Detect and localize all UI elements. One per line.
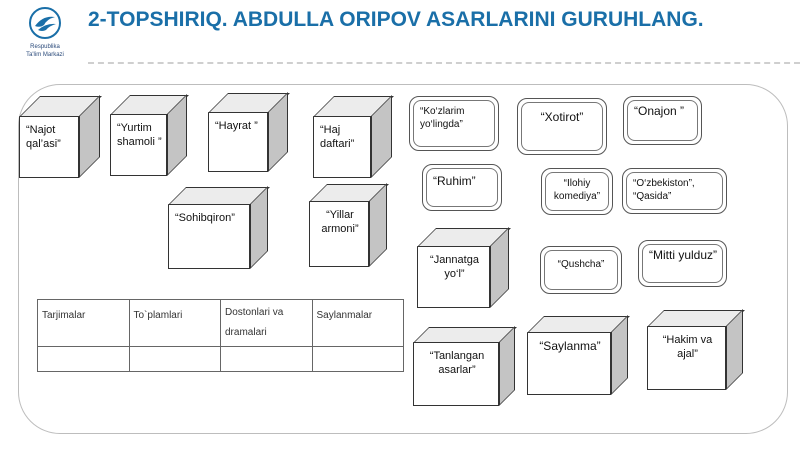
page-title: 2-TOPSHIRIQ. ABDULLA ORIPOV ASARLARINI G… xyxy=(88,8,704,31)
work-cube-saylanma[interactable]: “Saylanma” xyxy=(527,315,630,395)
logo: Respublika Ta'lim Markazi xyxy=(14,6,76,64)
work-cube-yillar[interactable]: “Yillar armoni” xyxy=(309,183,389,267)
title-divider xyxy=(88,62,800,64)
work-plaque-ruhim[interactable]: “Ruhim” xyxy=(422,164,502,211)
work-cube-jannatga[interactable]: “Jannatga yo‘l” xyxy=(417,227,511,308)
table-header-cell: Tarjimalar xyxy=(37,299,130,347)
work-cube-tanlangan[interactable]: “Tanlangan asarlar” xyxy=(413,326,517,406)
work-plaque-ilohiy[interactable]: “Ilohiy komediya” xyxy=(541,168,613,215)
work-cube-sohibqiron[interactable]: “Sohibqiron” xyxy=(168,186,270,269)
work-plaque-onajon[interactable]: “Onajon ” xyxy=(623,96,702,145)
work-cube-najot[interactable]: “Najot qal’asi” xyxy=(19,95,102,178)
grouping-table: Tarjimalar To`plamlari Dostonlari va dra… xyxy=(37,299,404,372)
table-header-cell: Dostonlari va dramalari xyxy=(220,299,313,347)
table-header-cell: To`plamlari xyxy=(128,299,221,347)
work-plaque-xotirot[interactable]: “Xotirot” xyxy=(517,98,607,155)
work-plaque-mitti[interactable]: “Mitti yulduz” xyxy=(638,240,727,287)
work-cube-hakim[interactable]: “Hakim va ajal” xyxy=(647,309,745,390)
work-plaque-kozlarim[interactable]: “Ko‘zlarim yo‘lingda” xyxy=(409,96,499,151)
work-plaque-ozbekiston[interactable]: “O‘zbekiston”, “Qasida” xyxy=(622,168,727,214)
table-cell[interactable] xyxy=(37,346,130,372)
work-cube-yurtim[interactable]: “Yurtim shamoli ” xyxy=(110,94,189,176)
table-cell[interactable] xyxy=(220,346,313,372)
content-panel xyxy=(18,84,788,434)
table-cell[interactable] xyxy=(311,346,404,372)
table-row xyxy=(37,346,404,372)
logo-text: Respublika Ta'lim Markazi xyxy=(26,44,64,58)
bird-logo-icon xyxy=(29,7,61,39)
work-cube-hayrat[interactable]: “Hayrat ” xyxy=(208,92,290,172)
table-header-cell: Saylanmalar xyxy=(311,299,404,347)
table-cell[interactable] xyxy=(128,346,221,372)
table-header-row: Tarjimalar To`plamlari Dostonlari va dra… xyxy=(37,299,404,347)
work-plaque-qushcha[interactable]: “Qushcha” xyxy=(540,246,622,294)
work-cube-haj[interactable]: “Haj daftari” xyxy=(313,95,394,178)
